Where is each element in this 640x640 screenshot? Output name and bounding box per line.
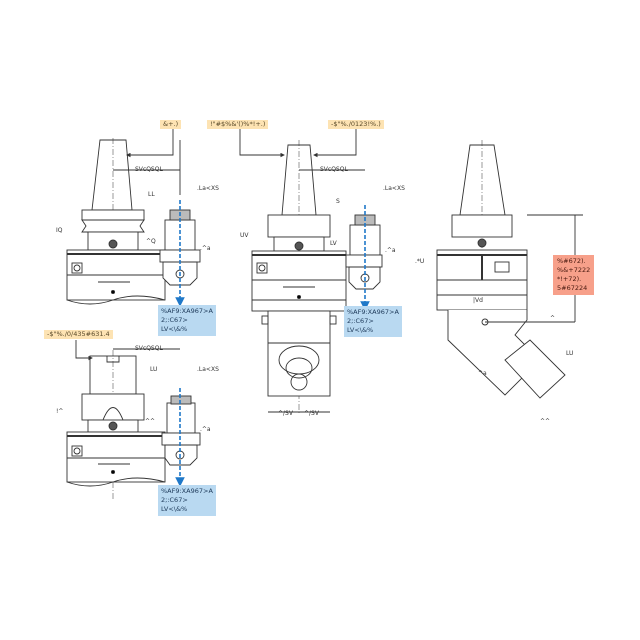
dim-diag: ^ xyxy=(550,315,556,322)
dim-a-3: ^a xyxy=(478,370,487,377)
dim-lv: LV xyxy=(330,240,337,247)
dim-a-1: .^a xyxy=(200,245,211,252)
dim-lu-3: LU xyxy=(566,350,574,357)
dim-q: ^Q xyxy=(146,238,156,245)
callout-top-mid: !"#$%&'()%*!+.) xyxy=(207,120,269,129)
coolant-label-3: %AF9:XA967>A 2;:C67> LV<\&% xyxy=(158,485,216,516)
view-2-extended-holder xyxy=(251,140,383,415)
view-1-straight-holder xyxy=(66,138,201,305)
dim-aa-4: ^^ xyxy=(145,418,156,425)
dim-vd: |Vd xyxy=(473,297,483,304)
dim-lu-4: LU xyxy=(150,366,158,373)
dim-height-1: IQ xyxy=(56,227,63,234)
dim-offset-4: SVcQSQL xyxy=(135,345,163,352)
callout-top-right: -$"%./0123!%.) xyxy=(328,120,384,129)
callout-top-left: &+.) xyxy=(160,120,182,129)
dim-height-2: UV xyxy=(240,232,249,239)
dim-width-4: .La<XS xyxy=(197,366,219,373)
dim-width-1: .La<XS xyxy=(197,185,219,192)
dim-ll: LL xyxy=(148,191,155,198)
dim-half-right: ^/SV xyxy=(304,410,319,417)
dim-half-left: ^/SV xyxy=(278,410,293,417)
dim-u: .*U xyxy=(415,258,425,265)
dim-a-2: .^a xyxy=(385,247,396,254)
view-4-short-holder xyxy=(66,348,201,500)
dim-aa-3: ^^ xyxy=(540,418,551,425)
callout-bottom-left: -$"%./0/435#631.4 xyxy=(44,330,113,339)
dim-height-4: !^ xyxy=(56,408,64,415)
dim-a-4: .^a xyxy=(200,426,211,433)
dim-s: S xyxy=(336,198,340,205)
dim-width-2: .La<XS xyxy=(383,185,405,192)
dim-offset-1: SVcQSQL xyxy=(135,166,163,173)
coolant-label-1: %AF9:XA967>A 2;:C67> LV<\&% xyxy=(158,305,216,336)
dim-offset-2: SVcQSQL xyxy=(320,166,348,173)
coolant-label-2: %AF9:XA967>A 2;:C67> LV<\&% xyxy=(344,306,402,337)
view-3-angle-head xyxy=(436,140,583,399)
angle-label: %#672). %&+7222 *!+72). 5#67224 xyxy=(553,255,595,295)
